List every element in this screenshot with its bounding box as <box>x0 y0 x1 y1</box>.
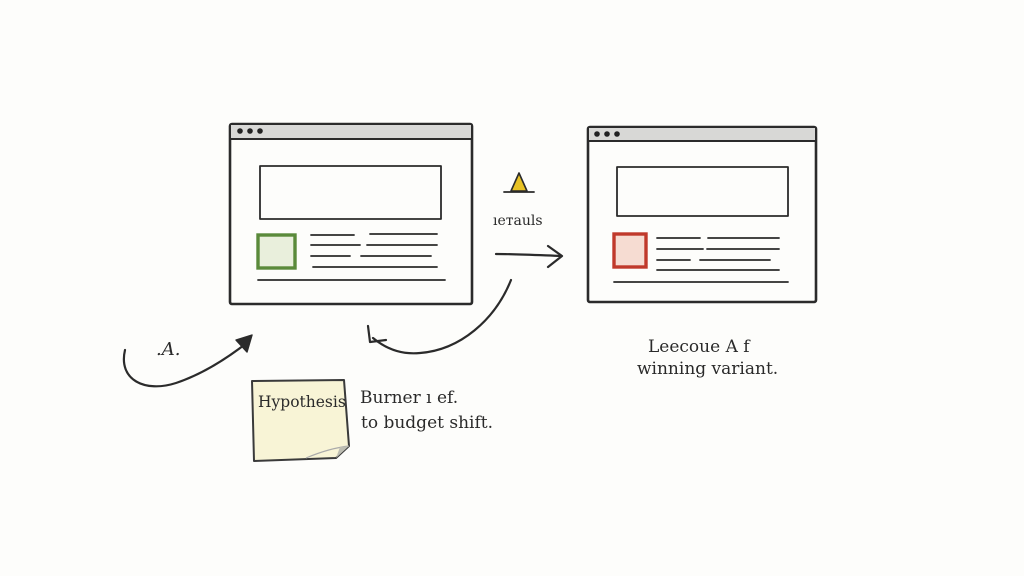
variant-b-text-lines <box>613 237 789 283</box>
window-dot-icon <box>257 128 263 134</box>
variant-a-window <box>228 122 474 306</box>
window-dot-icon <box>237 128 243 134</box>
conclusion-line1: Leecoue A f <box>648 337 751 357</box>
window-dot-icon <box>594 131 600 137</box>
window-dot-icon <box>247 128 253 134</box>
window-dot-icon <box>614 131 620 137</box>
results-label: ıeтauls <box>493 213 543 229</box>
variant-b-titlebar <box>589 128 815 140</box>
arrow-back-to-variant-a <box>366 278 513 355</box>
arrow-to-variant-b <box>494 244 564 269</box>
hypothesis-sticky-note <box>251 379 350 462</box>
hypothesis-text-line1: Burner ı ef. <box>360 388 458 408</box>
hypothesis-title: Hypothesis <box>258 393 346 411</box>
hypothesis-text-line2: to budget shift. <box>361 413 493 433</box>
variant-a-text-lines <box>257 233 446 281</box>
variant-a-color-block <box>256 233 297 270</box>
variant-b-color-block <box>612 232 648 269</box>
window-dot-icon <box>604 131 610 137</box>
variant-a-banner <box>259 165 442 220</box>
variant-a-label: .A. <box>156 339 180 360</box>
conclusion-line2: winning variant. <box>637 359 778 379</box>
warning-triangle-icon <box>503 172 535 193</box>
variant-b-banner <box>616 166 789 217</box>
arrow-into-variant-a <box>122 334 253 388</box>
variant-a-titlebar <box>231 125 471 138</box>
variant-b-window <box>586 125 818 304</box>
